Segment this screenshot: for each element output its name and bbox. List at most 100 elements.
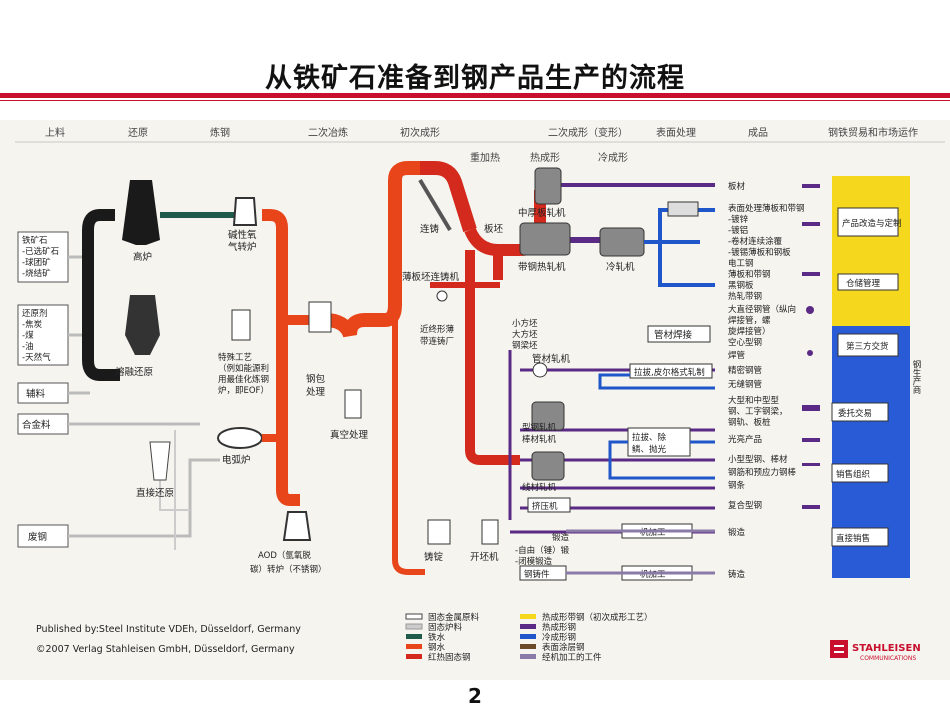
tube-mill-icon — [532, 362, 548, 378]
near-net-label: 近终形薄 — [420, 324, 455, 335]
drawing-box — [629, 363, 713, 379]
market-label: 产品改造与定制 — [842, 218, 902, 229]
legend-item: 固态炉料 — [428, 622, 463, 633]
legend-item: 经机加工的工件 — [542, 652, 602, 663]
bar-drawing-label: 鳞、抛光 — [632, 444, 667, 455]
tube-icon — [806, 306, 814, 314]
reductant-item: -油 — [22, 341, 34, 352]
logo-sub: COMMUNICATIONS — [860, 655, 916, 662]
alloy-label: 合金料 — [22, 419, 51, 431]
direct-reduction-label: 直接还原 — [136, 487, 174, 499]
special-label: 特殊工艺 — [218, 352, 252, 363]
legend-item: 固态金属原料 — [428, 612, 480, 623]
stage-header: 二次冶炼 — [308, 126, 348, 139]
special-process-icon — [231, 309, 251, 341]
flow-diagram-panel: 上料 还原 炼钢 二次冶炼 初次成形 二次成形（变形） 表面处理 成品 钢铁贸易… — [0, 120, 950, 680]
product-item: -镀锡薄板和钢板 — [728, 247, 791, 258]
coating-line-icon — [667, 201, 699, 217]
product-item: 焊接管，螺 — [728, 315, 771, 326]
reductant-item: -焦炭 — [22, 319, 43, 330]
logo-text: STAHLEISEN — [852, 643, 921, 654]
aod-icon — [282, 511, 312, 541]
product-item: 无缝钢管 — [728, 379, 762, 390]
stahleisen-logo: STAHLEISEN COMMUNICATIONS — [830, 640, 921, 662]
wire-mill-label: 线材轧机 — [522, 482, 557, 493]
market-box[interactable] — [837, 207, 899, 237]
eaf-icon — [217, 427, 263, 449]
product-item: 钢筋和预应力钢棒 — [728, 467, 797, 478]
legend-item: 热成形钢 — [542, 622, 576, 633]
stage-header: 上料 — [45, 126, 65, 139]
special-label: 用最佳化炼钢 — [218, 374, 269, 385]
tube-weld-box — [647, 325, 711, 343]
stage-sub-cold: 冷成形 — [598, 151, 628, 164]
product-item: 复合型钢 — [728, 500, 762, 511]
product-item: 钢、工字钢梁， — [728, 406, 788, 417]
title-rule — [0, 93, 950, 98]
reductant-item: -煤 — [22, 330, 34, 341]
product-icons — [802, 184, 820, 509]
ore-item: -球团矿 — [22, 257, 51, 268]
profile-icon — [802, 505, 820, 509]
stage-header: 钢铁贸易和市场运作 — [828, 126, 918, 139]
reductant-box — [17, 304, 69, 366]
reductant-item: -天然气 — [22, 352, 51, 363]
market-box[interactable] — [837, 333, 899, 357]
bof-label: 气转炉 — [228, 241, 257, 253]
market-side-label: 钢生产商 — [911, 359, 921, 395]
ingot-label: 铸锭 — [424, 551, 444, 563]
market-label: 仓储管理 — [846, 278, 881, 289]
hot-strip-mill-icon — [519, 222, 571, 256]
market-box[interactable] — [837, 273, 899, 291]
aod-label: AOD（氩氧脱 — [258, 550, 311, 561]
ladle-label: 处理 — [306, 386, 326, 398]
product-item: 板材 — [728, 181, 746, 192]
vacuum-icon — [344, 389, 362, 419]
stage-sub-reheat: 重加热 — [470, 151, 500, 164]
market-box[interactable] — [831, 527, 889, 547]
legend-item: 热成形带钢（初次成形工艺） — [542, 612, 653, 623]
extrusion-box — [527, 497, 571, 513]
plate-mill-icon — [534, 167, 562, 205]
market-yellow-band — [832, 176, 910, 326]
stage-header: 炼钢 — [210, 126, 230, 139]
coated-strip-icon — [802, 222, 820, 226]
product-item: 电工钢 — [728, 258, 754, 269]
stage-sub-hot: 热成形 — [530, 151, 560, 164]
tube-weld-label: 管材焊接 — [654, 329, 693, 341]
product-item: 钢轨、板桩 — [728, 417, 771, 428]
bar-drawing-box — [627, 427, 691, 457]
product-item: 焊管 — [728, 350, 745, 361]
section-icon — [802, 405, 820, 411]
legend-item: 表面涂层钢 — [542, 642, 585, 653]
tube-mill-label: 管材轧机 — [532, 353, 571, 365]
roll-icon — [436, 290, 448, 302]
product-item: 薄板和带钢 — [728, 269, 771, 280]
market-box[interactable] — [831, 463, 889, 483]
bar-drawing-label: 拉拔、除 — [632, 432, 667, 443]
stage-header: 二次成形（变形） — [548, 126, 628, 139]
wire-mill-icon — [531, 451, 565, 481]
special-label: （例如能源利 — [218, 363, 269, 374]
near-net-label: 带连铸厂 — [420, 336, 454, 347]
bright-bar-icon — [802, 438, 820, 442]
ore-item: -已选矿石 — [22, 246, 59, 257]
scrap-label: 废钢 — [28, 531, 47, 543]
publisher-line: Published by:Steel Institute VDEh, Düsse… — [36, 624, 301, 635]
product-item: 光亮产品 — [728, 434, 762, 445]
slab-label: 板坯 — [484, 223, 504, 235]
forging-type: -自由（锤）锻 — [515, 545, 570, 556]
market-label: 委托交易 — [838, 408, 872, 419]
bof-icon — [232, 197, 258, 226]
reductant-label: 还原剂 — [22, 308, 48, 319]
ladle-icon — [308, 301, 332, 333]
product-item: 空心型钢 — [728, 337, 762, 348]
smelting-label: 熔融还原 — [115, 366, 153, 378]
product-item: 大型和中型型 — [728, 395, 780, 406]
direct-reduction-icon — [149, 441, 171, 481]
caster-label: 连铸 — [420, 223, 440, 235]
plate-mill-label: 中厚板轧机 — [518, 207, 566, 219]
flow-diagram: 上料 还原 炼钢 二次冶炼 初次成形 二次成形（变形） 表面处理 成品 钢铁贸易… — [15, 126, 945, 663]
market-box[interactable] — [831, 402, 889, 422]
drawing-label: 拉拔,皮尔格式轧制 — [634, 367, 705, 378]
